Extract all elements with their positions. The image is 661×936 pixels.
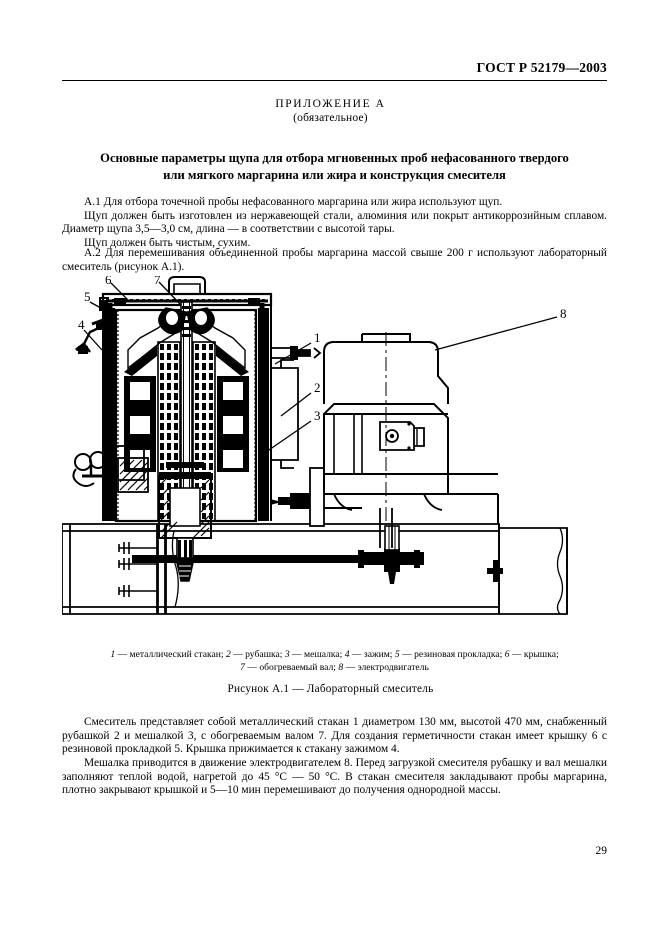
mixer-description-2: Мешалка приводится в движение электродви… (62, 757, 607, 798)
section-a2: А.2 Для перемешивания объединенной пробы… (62, 247, 607, 274)
motor-feet (333, 493, 443, 511)
page-title-line-2: или мягкого маргарина или жира и констру… (163, 168, 506, 182)
callout-3: 3 (314, 408, 321, 423)
stand-bolts (118, 542, 157, 597)
break-line (171, 527, 564, 615)
callout-4: 4 (78, 317, 85, 332)
callout-5: 5 (84, 289, 91, 304)
left-column-tie (157, 524, 167, 614)
motor-support-columns (379, 508, 393, 548)
figure-legend: 1 — металлический стакан; 2 — рубашка; 3… (62, 648, 607, 674)
drain-valve (113, 445, 145, 481)
figure-caption: Рисунок А.1 — Лабораторный смеситель (227, 683, 434, 695)
motor-shaft (270, 467, 325, 527)
callout-6: 6 (105, 276, 112, 287)
a2-paragraph-1: А.2 Для перемешивания объединенной пробы… (62, 247, 607, 273)
section-a1: А.1 Для отбора точечной пробы нефасованн… (62, 196, 607, 250)
agitator-blade-cutouts (130, 382, 243, 468)
base-right-detail (487, 560, 503, 582)
clamp-arm (75, 318, 106, 354)
appendix-label: ПРИЛОЖЕНИЕ А (275, 98, 386, 110)
lid-handle (168, 276, 206, 294)
a1-paragraph-2: Щуп должен быть изготовлен из нержавеюще… (62, 209, 607, 236)
drive-washers (358, 550, 420, 568)
figure-legend-line-2: 7 — обогреваемый вал; 8 — электродвигате… (240, 662, 429, 673)
figure-legend-line-1: 1 — металлический стакан; 2 — рубашка; 3… (110, 649, 559, 660)
electric-motor (323, 333, 498, 495)
agitator-hub-hole (166, 311, 207, 325)
page-number: 29 (595, 845, 608, 857)
motor-pedestal (324, 493, 499, 524)
motor-terminal-box (379, 421, 425, 451)
tap-handwheel (72, 451, 118, 487)
figure-lab-mixer: 1 2 3 4 5 6 7 8 (62, 276, 607, 636)
a1-paragraph-1: А.1 Для отбора точечной пробы нефасованн… (84, 196, 503, 208)
callout-8: 8 (560, 306, 567, 321)
callout-1: 1 (314, 330, 321, 345)
callout-2: 2 (314, 380, 321, 395)
jacket-outlet-nozzle (271, 346, 322, 360)
hatch-center (160, 477, 210, 539)
base-platform (62, 523, 568, 615)
header-rule (62, 80, 607, 81)
callout-leaders (83, 281, 558, 453)
mixer-description-1: Смеситель представляет собой металлическ… (62, 716, 607, 757)
shaft-collar (159, 462, 211, 479)
hatch-left (119, 459, 149, 491)
page-title-line-1: Основные параметры щупа для отбора мгнов… (100, 151, 569, 165)
callout-numbers: 1 2 3 4 5 6 7 8 (78, 276, 567, 423)
vessel-jacket-fill (104, 308, 269, 521)
lab-mixer-drawing: 1 2 3 4 5 6 7 8 (62, 276, 568, 615)
standard-header: ГОСТ Р 52179—2003 (476, 60, 607, 75)
mixer-description-paragraph-1: Смеситель представляет собой металлическ… (62, 716, 607, 756)
a1-paragraph-3: Щуп должен быть чистым, сухим. (84, 236, 251, 249)
callout-7: 7 (154, 276, 161, 287)
appendix-status: (обязательное) (293, 112, 368, 124)
mixer-description-paragraph-2: Мешалка приводится в движение электродви… (62, 757, 607, 797)
bearing-housing-left (117, 457, 149, 493)
shaft-end (176, 537, 194, 582)
page-title: Основные параметры щупа для отбора мгнов… (70, 150, 599, 184)
